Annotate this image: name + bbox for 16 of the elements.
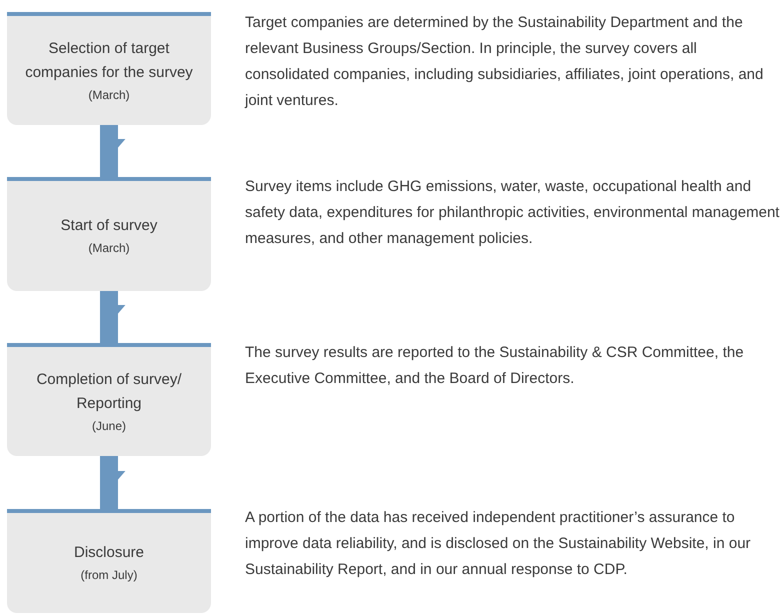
step-box: [7, 177, 211, 291]
step-box: [7, 343, 211, 456]
step-box: [7, 509, 211, 613]
step-title: Disclosure: [74, 543, 144, 563]
description-text: A portion of the data has received independent practitioner’s assurance to improve data reliability, and is disclosed on the Sustainability Website, in our Sustainability Report, and in our annual response to CDP.: [245, 508, 752, 580]
step-title: Selection of target companies for the survey: [24, 38, 194, 82]
step-date: (June): [92, 418, 126, 434]
step-date: (March): [88, 240, 130, 257]
step-title: Completion of survey/ Reporting: [35, 370, 183, 414]
step-date: (March): [88, 86, 130, 104]
description-text: Survey items include GHG emissions, water, waste, occupational health and safety data, expenditures for philanthropic activities, environmental management measures, and other management policies.: [245, 177, 780, 249]
step-date: (from July): [80, 567, 138, 584]
description-text: Target companies are determined by the Sustainability Department and the relevant Business Groups/Section. In principle, the survey covers all consolidated companies, including subsidiaries, affiliates, joint operations, and joint ventures.: [245, 13, 764, 111]
description-text: The survey results are reported to the Sustainability & CSR Committee, the Executive Committee, and the Board of Directors.: [245, 343, 745, 389]
step-box: [7, 12, 211, 125]
step-title: Start of survey: [60, 216, 158, 236]
